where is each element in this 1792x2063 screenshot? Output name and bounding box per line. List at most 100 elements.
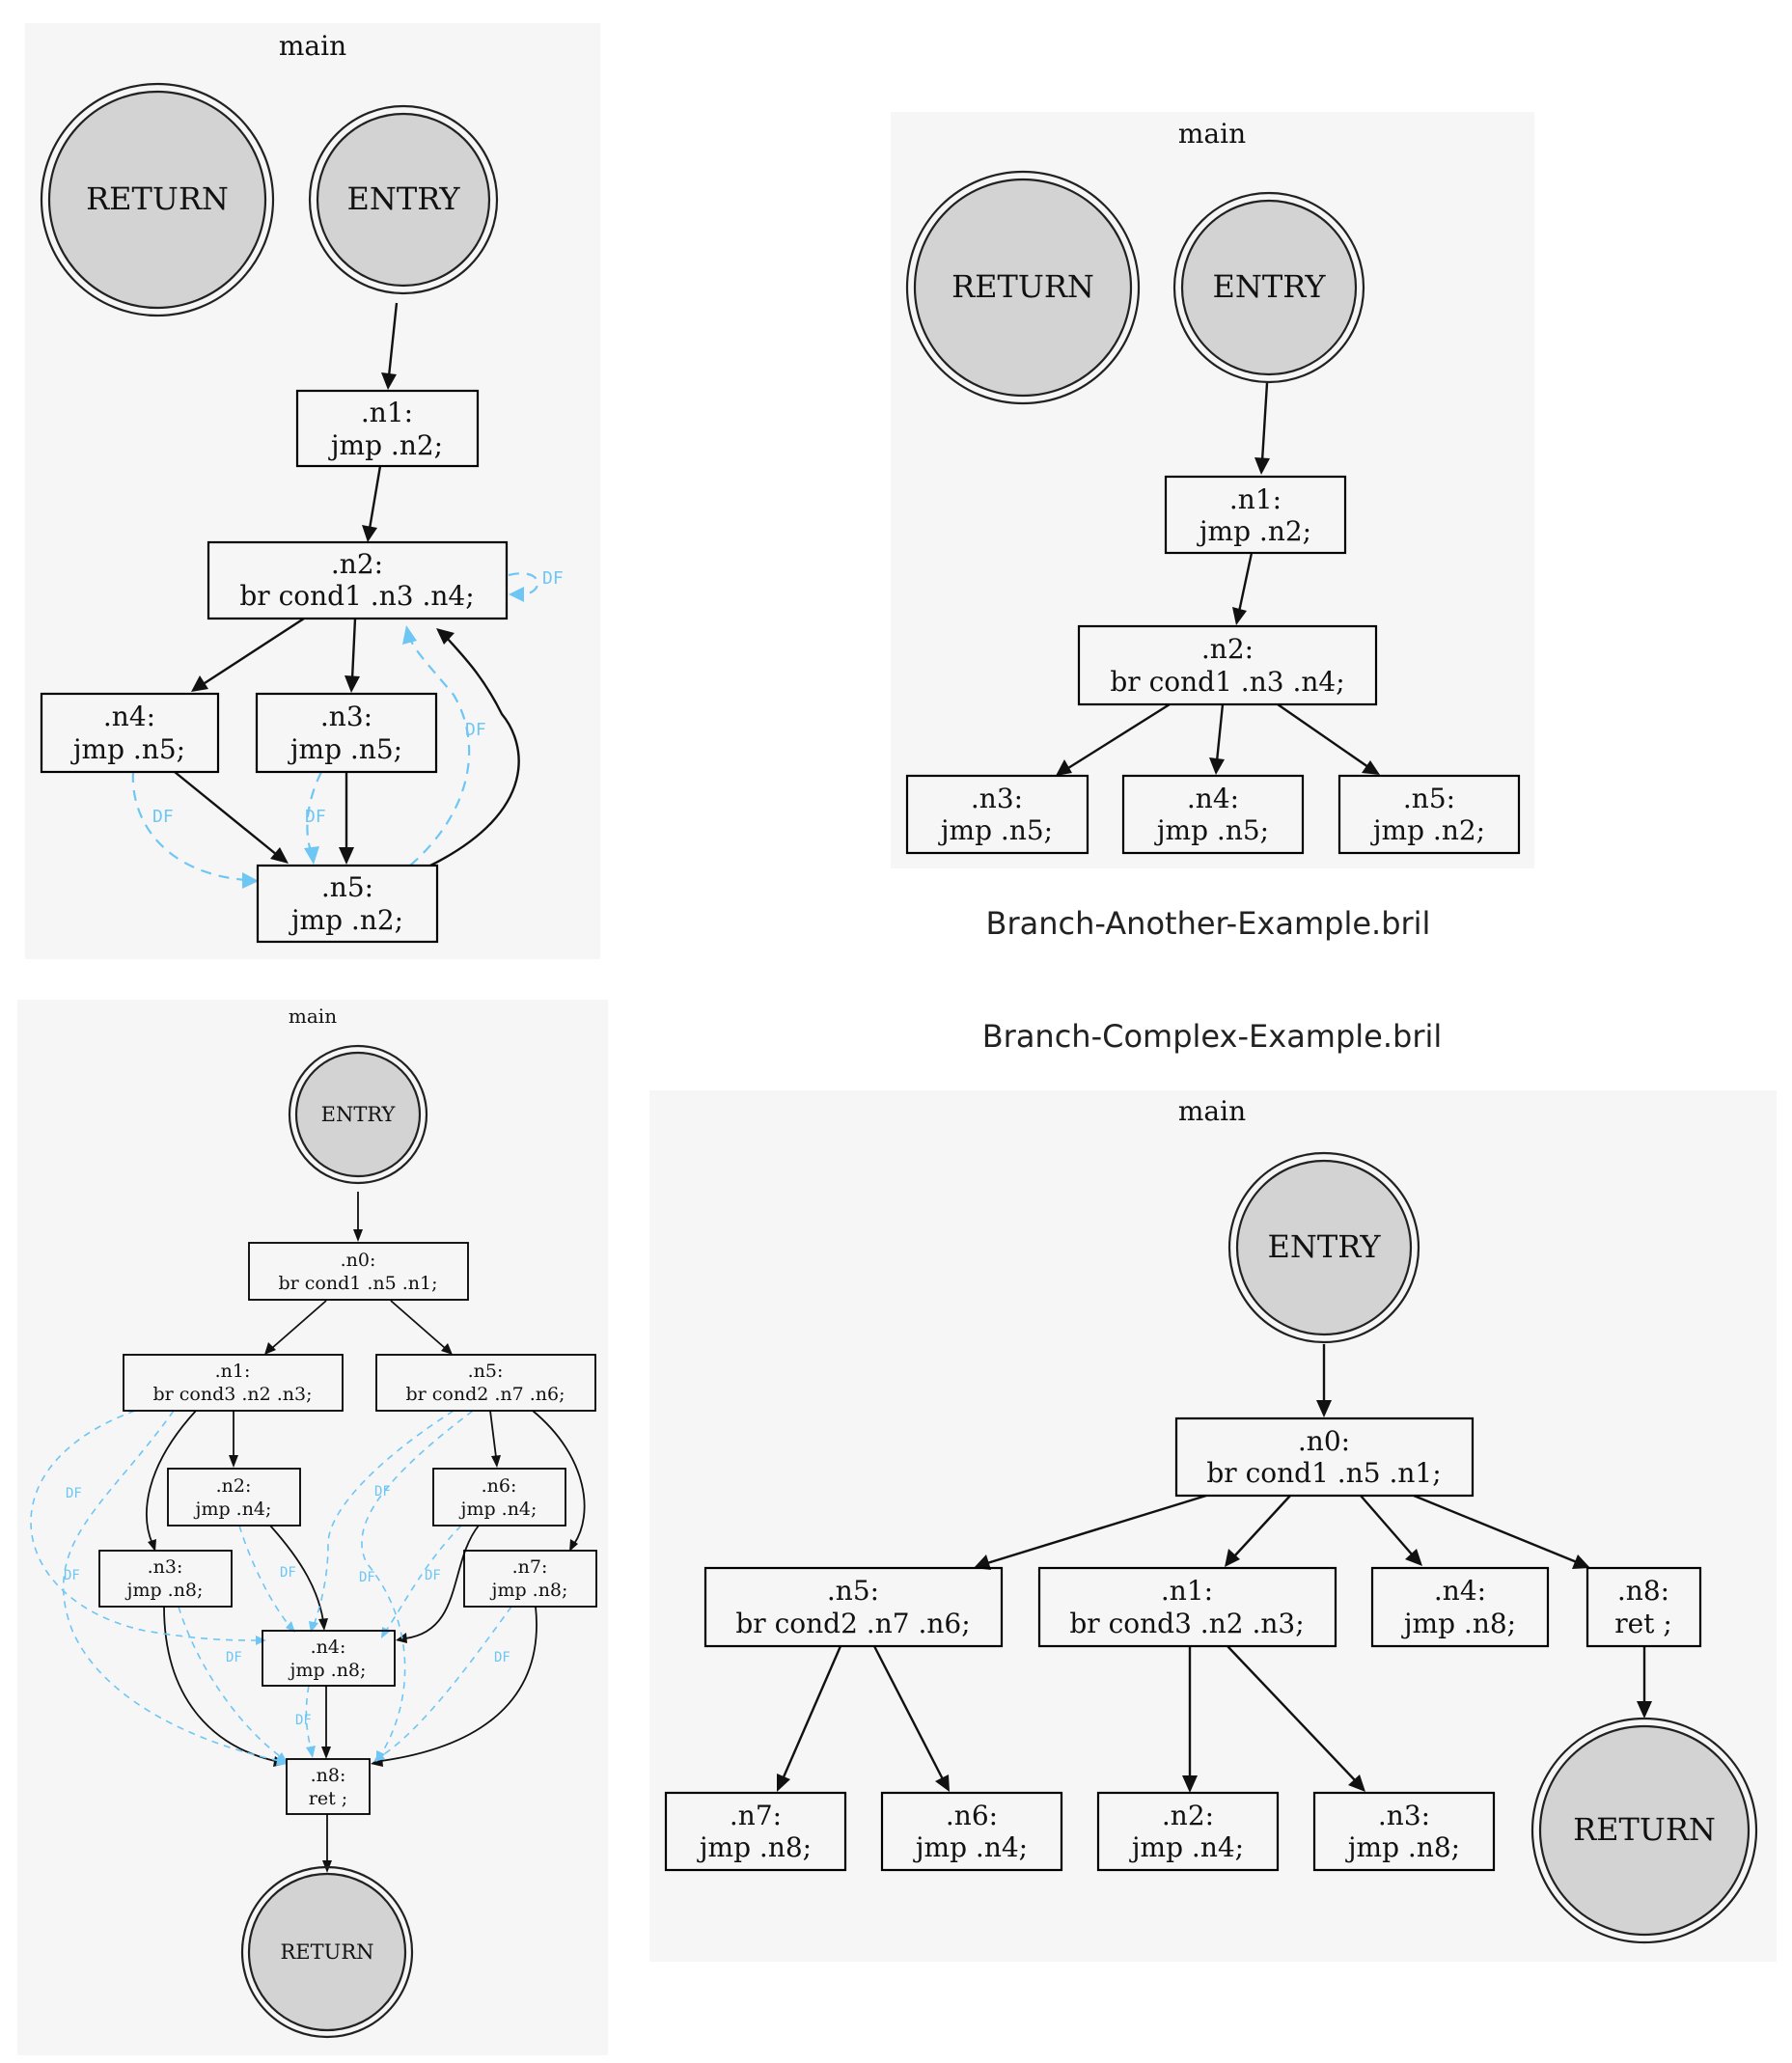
arrowhead bbox=[345, 675, 360, 693]
edge-n7-n8 bbox=[380, 1606, 538, 1762]
node-n5: .n5: br cond2 .n7 .n6; bbox=[375, 1354, 596, 1412]
entry-label: ENTRY bbox=[347, 180, 461, 217]
node-code: jmp .n2; bbox=[1370, 814, 1485, 846]
df-edge-n1-n4 bbox=[30, 1410, 260, 1641]
node-n4: .n4: jmp .n5; bbox=[1121, 774, 1305, 855]
node-label: .n7: bbox=[730, 1800, 782, 1831]
node-label: .n6: bbox=[946, 1800, 998, 1831]
df-edge-n3-n8 bbox=[178, 1606, 281, 1757]
arrowhead bbox=[1348, 1774, 1365, 1792]
arrowhead bbox=[318, 1618, 328, 1631]
df-label: DF bbox=[295, 1713, 312, 1728]
arrowhead bbox=[191, 675, 208, 692]
node-label: .n7: bbox=[512, 1556, 548, 1578]
node-code: br cond1 .n5 .n1; bbox=[1206, 1457, 1441, 1489]
arrowhead bbox=[264, 1342, 276, 1355]
df-arrowhead bbox=[242, 872, 259, 889]
arrowhead bbox=[491, 1455, 501, 1468]
node-code: jmp .n5; bbox=[288, 733, 402, 765]
arrowhead bbox=[1572, 1554, 1590, 1569]
arrowhead bbox=[569, 1539, 578, 1552]
arrowhead bbox=[1225, 1549, 1240, 1567]
node-label: .n4: bbox=[1434, 1575, 1486, 1607]
node-label: .n3: bbox=[148, 1556, 183, 1578]
arrowhead bbox=[229, 1455, 238, 1468]
df-arrowhead bbox=[276, 1752, 288, 1763]
node-label: .n1: bbox=[361, 397, 413, 428]
node-code: br cond1 .n5 .n1; bbox=[278, 1273, 437, 1294]
df-label: DF bbox=[66, 1486, 82, 1501]
node-n3: .n3: jmp .n5; bbox=[255, 692, 438, 774]
df-edge-n2-self bbox=[508, 572, 539, 596]
arrowhead bbox=[381, 372, 397, 390]
arrowhead bbox=[1362, 760, 1380, 775]
graph-b-cluster: main RETURN ENTRY .n1: jmp .n2; .n2: bbox=[891, 112, 1534, 868]
node-n8: .n8: ret ; bbox=[1585, 1566, 1702, 1648]
node-n1: .n1: br cond3 .n2 .n3; bbox=[1037, 1566, 1337, 1648]
edge-n1-n2 bbox=[368, 465, 382, 530]
df-label: DF bbox=[465, 720, 486, 740]
node-label: .n5: bbox=[1403, 783, 1455, 814]
node-label: .n5: bbox=[827, 1575, 879, 1607]
df-edge-n1-n8 bbox=[62, 1410, 281, 1762]
node-label: .n1: bbox=[1161, 1575, 1213, 1607]
caption-another: Branch-Another-Example.bril bbox=[986, 905, 1431, 942]
node-label: .n4: bbox=[1187, 783, 1239, 814]
arrowhead bbox=[1056, 759, 1072, 776]
node-n6: .n6: jmp .n4; bbox=[880, 1791, 1063, 1872]
return-node: RETURN bbox=[240, 1865, 414, 2039]
node-n2: .n2: jmp .n4; bbox=[1096, 1791, 1280, 1872]
node-code: jmp .n5; bbox=[70, 733, 185, 765]
df-arrowhead bbox=[373, 1751, 385, 1762]
arrowhead bbox=[353, 1229, 363, 1242]
df-label: DF bbox=[280, 1565, 296, 1581]
node-label: .n1: bbox=[215, 1361, 251, 1382]
edge-entry-n1 bbox=[387, 302, 399, 377]
return-node: RETURN bbox=[1530, 1717, 1758, 1944]
arrowhead bbox=[270, 847, 289, 864]
node-label: .n5: bbox=[321, 871, 373, 903]
df-edge-n6-n4 bbox=[385, 1525, 462, 1632]
node-label: .n3: bbox=[1378, 1800, 1430, 1831]
node-code: jmp .n4; bbox=[459, 1499, 538, 1520]
node-n4: .n4: jmp .n8; bbox=[262, 1630, 396, 1687]
entry-node: ENTRY bbox=[1227, 1151, 1420, 1344]
return-label: RETURN bbox=[1573, 1811, 1716, 1848]
entry-label: ENTRY bbox=[1268, 1228, 1382, 1265]
node-n4: .n4: jmp .n5; bbox=[40, 692, 220, 774]
node-label: .n0: bbox=[341, 1250, 376, 1271]
edge-n5-n7 bbox=[781, 1645, 842, 1780]
node-n0: .n0: br cond1 .n5 .n1; bbox=[1174, 1417, 1475, 1498]
node-n3: .n3: jmp .n8; bbox=[1312, 1791, 1496, 1872]
df-label: DF bbox=[494, 1650, 510, 1665]
df-arrowhead bbox=[509, 587, 524, 602]
node-label: .n4: bbox=[103, 701, 155, 732]
return-label: RETURN bbox=[951, 268, 1094, 305]
caption-complex: Branch-Complex-Example.bril bbox=[982, 1018, 1443, 1055]
node-code: jmp .n5; bbox=[1154, 814, 1269, 846]
arrowhead bbox=[339, 847, 354, 865]
df-label: DF bbox=[226, 1650, 242, 1665]
node-n0: .n0: br cond1 .n5 .n1; bbox=[248, 1242, 469, 1301]
node-label: .n2: bbox=[331, 548, 383, 580]
node-label: .n4: bbox=[311, 1637, 346, 1658]
node-code: br cond1 .n3 .n4; bbox=[1110, 666, 1344, 698]
node-code: jmp .n8; bbox=[1345, 1831, 1460, 1863]
edge-n5-n6 bbox=[489, 1410, 497, 1458]
node-code: jmp .n2; bbox=[328, 429, 443, 461]
edge-n1-n2 bbox=[1237, 552, 1254, 613]
node-n2: .n2: jmp .n4; bbox=[167, 1468, 301, 1527]
node-code: jmp .n8; bbox=[289, 1660, 367, 1681]
arrowhead bbox=[441, 1343, 453, 1355]
edge-n4-n5 bbox=[174, 771, 278, 856]
node-label: .n2: bbox=[1201, 633, 1254, 665]
edge-n2-n3 bbox=[350, 618, 357, 680]
node-code: br cond2 .n7 .n6; bbox=[405, 1384, 565, 1405]
df-edge-n3-n5 bbox=[306, 771, 322, 852]
df-edge-n7-n8 bbox=[380, 1606, 512, 1757]
return-node: RETURN bbox=[905, 170, 1141, 405]
edge-n0-n5 bbox=[986, 1494, 1207, 1565]
df-edge-n4-n5 bbox=[131, 771, 247, 882]
node-n5: .n5: br cond2 .n7 .n6; bbox=[703, 1566, 1004, 1648]
